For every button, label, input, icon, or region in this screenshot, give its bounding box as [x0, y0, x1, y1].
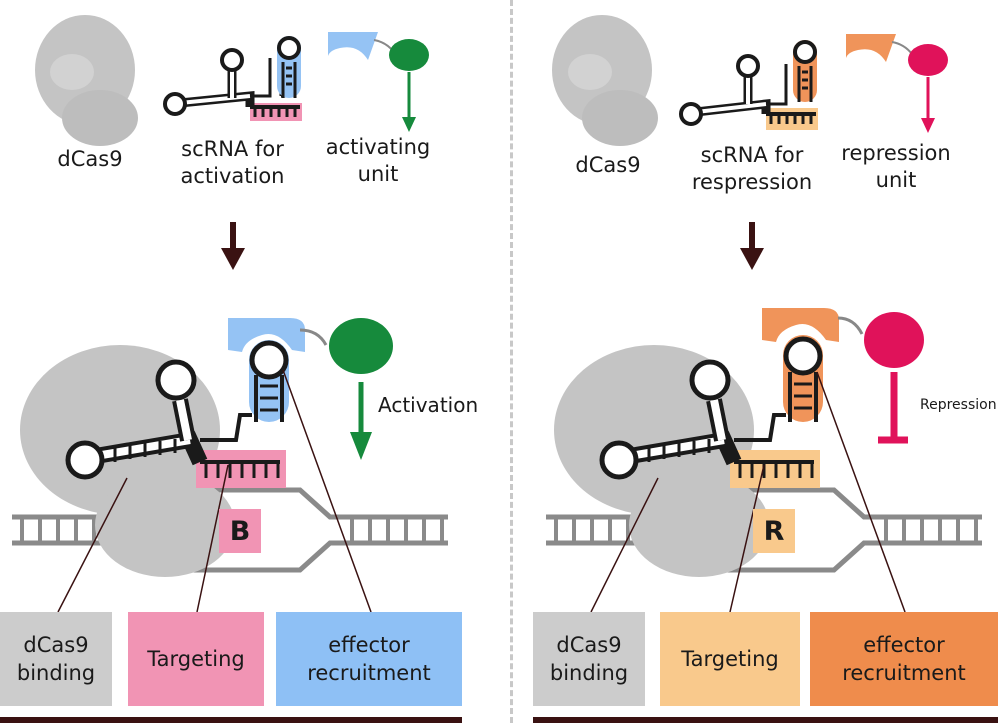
scrna-bound-icon	[599, 308, 924, 488]
repression-unit-label-line1: repression	[841, 141, 951, 165]
effector-recruitment-box: effector recruitment	[276, 612, 462, 706]
activating-unit-label-line1: activating	[325, 135, 431, 159]
repression-unit-icon	[846, 34, 948, 133]
dcas9-binding-line2: binding	[16, 661, 96, 685]
scrna-label: scRNA for respression	[682, 142, 822, 196]
scrna-label-line1: scRNA for	[700, 143, 804, 167]
repression-label: Repression	[920, 397, 997, 413]
targeting-label: Targeting	[147, 647, 245, 671]
targeting-box: Targeting	[660, 612, 800, 706]
dcas9-binding-box: dCas9 binding	[0, 612, 112, 706]
activation-panel: dCas9 scRNA for activation activating un…	[0, 15, 479, 723]
activating-unit-label-line2: unit	[357, 162, 399, 186]
scrna-label-line2: activation	[180, 164, 285, 188]
activation-illustration	[12, 15, 448, 613]
effector-line1: effector	[328, 633, 410, 657]
bottom-rule	[0, 717, 462, 723]
dcas9-binding-line1: dCas9	[556, 633, 622, 657]
dcas9-protein-icon	[552, 15, 658, 146]
repression-unit-label-line2: unit	[875, 168, 917, 192]
dna-letter-badge: B	[219, 509, 261, 553]
activation-label: Activation	[378, 393, 479, 417]
repression-unit-label: repression unit	[832, 140, 960, 194]
scrna-label: scRNA for activation	[165, 136, 300, 190]
repression-panel: dCas9 scRNA for respression repression u…	[502, 0, 1004, 723]
dcas9-label: dCas9	[575, 153, 641, 177]
effector-line2: recruitment	[842, 661, 966, 685]
targeting-box: Targeting	[128, 612, 264, 706]
repression-illustration	[546, 15, 982, 613]
dcas9-binding-line2: binding	[549, 661, 629, 685]
effector-recruitment-box: effector recruitment	[810, 612, 998, 706]
dcas9-label: dCas9	[57, 147, 123, 171]
effector-line1: effector	[863, 633, 945, 657]
scrna-icon	[679, 40, 818, 130]
bottom-rule	[533, 717, 998, 723]
scrna-label-line1: scRNA for	[181, 137, 284, 161]
down-arrow-icon	[221, 222, 245, 270]
leader-lines	[57, 369, 372, 613]
dcas9-binding-box: dCas9 binding	[533, 612, 645, 706]
dna-letter-badge: R	[753, 509, 795, 553]
targeting-label: Targeting	[681, 647, 779, 671]
scrna-icon	[163, 36, 302, 121]
scrna-label-line2: respression	[691, 170, 813, 194]
scrna-bound-icon	[65, 318, 393, 488]
effector-line2: recruitment	[307, 661, 431, 685]
dcas9-binding-line1: dCas9	[23, 633, 89, 657]
leader-lines	[590, 371, 906, 613]
down-arrow-icon	[740, 222, 764, 270]
activating-unit-icon	[328, 32, 429, 132]
activating-unit-label: activating unit	[318, 134, 438, 188]
panel-divider	[510, 0, 513, 723]
dcas9-protein-icon	[35, 15, 138, 146]
